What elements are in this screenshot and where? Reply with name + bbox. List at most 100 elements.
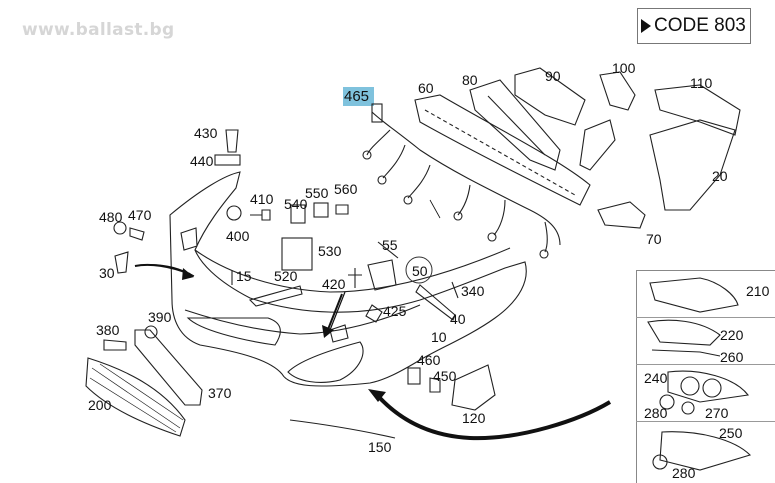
grille-insert-240 [667, 370, 750, 403]
part-label[interactable]: 470 [128, 207, 152, 223]
grille-insert-250 [659, 431, 752, 471]
part-label[interactable]: 380 [96, 322, 120, 338]
part-label[interactable]: 425 [383, 303, 407, 319]
part-550 [313, 202, 329, 218]
left-grille-slot [180, 227, 198, 251]
upper-cover-90 [514, 67, 586, 126]
part-label[interactable]: 270 [705, 405, 729, 421]
fog-ring-270b [702, 378, 722, 398]
part-440 [214, 154, 241, 166]
part-10-clip [329, 324, 349, 343]
part-450 [429, 377, 441, 393]
part-390 [144, 325, 158, 339]
part-470 [129, 227, 145, 241]
part-label[interactable]: 40 [450, 311, 466, 327]
left-intake [186, 317, 281, 346]
wiring-harness [371, 111, 561, 246]
bracket-120 [451, 364, 496, 411]
ring-280c [652, 454, 668, 470]
part-label[interactable]: 200 [88, 397, 112, 413]
ring-280b [681, 401, 695, 415]
part-label[interactable]: 220 [720, 327, 744, 343]
lower-grille-200 [85, 357, 186, 437]
side-support-110 [654, 84, 741, 136]
fog-ring-270a [680, 376, 700, 396]
panel-divider [636, 421, 775, 422]
part-380 [103, 339, 127, 351]
part-label[interactable]: 280 [644, 405, 668, 421]
part-label[interactable]: 430 [194, 125, 218, 141]
strip-260 [651, 349, 721, 357]
right-intake [287, 341, 364, 383]
part-label[interactable]: 240 [644, 370, 668, 386]
grille-insert-210 [649, 277, 739, 313]
side-bracket-20 [649, 119, 736, 211]
part-50-bracket [367, 259, 397, 291]
part-55 [377, 241, 399, 259]
part-340 [451, 281, 459, 299]
part-label[interactable]: 370 [208, 385, 232, 401]
part-label[interactable]: 340 [461, 283, 485, 299]
part-label[interactable]: 400 [226, 228, 250, 244]
highlighted-part-465[interactable]: 465 [343, 87, 374, 106]
part-480 [113, 221, 127, 235]
part-560 [335, 204, 349, 215]
part-label[interactable]: 80 [462, 72, 478, 88]
part-label[interactable]: 420 [322, 276, 346, 292]
center-bracket [469, 79, 561, 171]
part-label[interactable]: 90 [545, 68, 561, 84]
part-420 [348, 268, 362, 288]
part-label[interactable]: 250 [719, 425, 743, 441]
part-425 [365, 304, 383, 323]
part-40 [415, 284, 456, 321]
bracket-100 [599, 71, 636, 111]
license-plate-holder [134, 329, 203, 406]
part-label[interactable]: 60 [418, 80, 434, 96]
panel-divider [636, 364, 775, 365]
part-label[interactable]: 100 [612, 60, 636, 76]
part-label[interactable]: 20 [712, 168, 728, 184]
part-label[interactable]: 150 [368, 439, 392, 455]
part-label[interactable]: 480 [99, 209, 123, 225]
part-label[interactable]: 120 [462, 410, 486, 426]
part-410 [250, 209, 271, 221]
panel-divider [636, 317, 775, 318]
part-label[interactable]: 540 [284, 196, 308, 212]
part-label[interactable]: 530 [318, 243, 342, 259]
part-label[interactable]: 260 [720, 349, 744, 365]
part-label[interactable]: 50 [412, 263, 428, 279]
part-label[interactable]: 30 [99, 265, 115, 281]
part-30 [114, 251, 129, 274]
part-label[interactable]: 15 [236, 268, 252, 284]
part-label[interactable]: 210 [746, 283, 770, 299]
watermark-text: www.ballast.bg [22, 20, 175, 40]
ring-280a [659, 394, 675, 410]
code-box: CODE 803 [637, 8, 751, 44]
code-label: CODE 803 [654, 15, 746, 36]
part-400 [226, 205, 242, 221]
lower-bracket-70 [597, 201, 646, 229]
part-label[interactable]: 440 [190, 153, 214, 169]
part-label[interactable]: 550 [305, 185, 329, 201]
part-430 [225, 129, 239, 153]
bumper-lower-line [184, 304, 421, 335]
part-label[interactable]: 55 [382, 237, 398, 253]
part-label[interactable]: 560 [334, 181, 358, 197]
part-label[interactable]: 460 [417, 352, 441, 368]
part-540 [290, 204, 306, 224]
part-label[interactable]: 520 [274, 268, 298, 284]
part-label[interactable]: 280 [672, 465, 696, 481]
part-label[interactable]: 110 [690, 75, 713, 91]
inset-panel [636, 270, 775, 483]
bumper-cover [169, 171, 527, 387]
part-label[interactable]: 410 [250, 191, 274, 207]
sensor-bracket-520 [281, 237, 313, 271]
chrome-strip-left [248, 285, 303, 307]
trim-strip-150 [289, 419, 396, 439]
part-label[interactable]: 450 [433, 368, 457, 384]
bumper-upper-line [194, 247, 511, 293]
part-label[interactable]: 10 [431, 329, 447, 345]
part-label[interactable]: 390 [148, 309, 172, 325]
part-label[interactable]: 70 [646, 231, 662, 247]
